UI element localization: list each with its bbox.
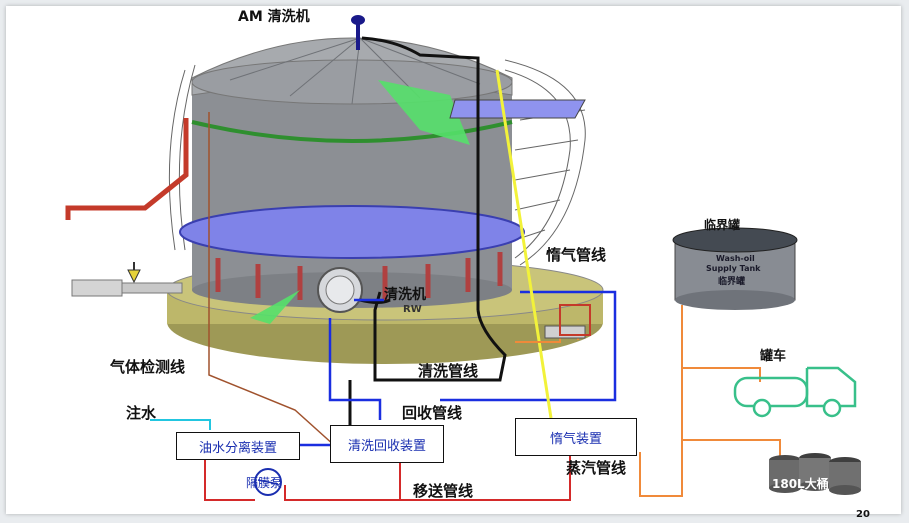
inert-gas-line-path <box>495 69 553 419</box>
gas-vent-pipe <box>65 118 189 220</box>
inlet-pipe <box>71 262 183 297</box>
transfer-line-path <box>204 455 571 501</box>
steam-box <box>559 304 591 336</box>
critical-tank-label: 临界罐 <box>704 218 741 232</box>
wash-line-path <box>348 36 507 425</box>
spray-cone-bottom <box>250 290 300 324</box>
top-platform <box>449 99 586 119</box>
page-number: 20 <box>856 509 870 520</box>
gas-detect-line-path <box>208 112 346 456</box>
tank-text-2: Supply Tank <box>706 264 761 273</box>
gas-detect-line-label: 气体检测线 <box>110 358 186 376</box>
water-inject-path <box>150 419 211 430</box>
transfer-line-label: 移送管线 <box>413 482 474 500</box>
tank-text-3: 临界罐 <box>718 277 746 287</box>
cleaner-mid-label: 清洗机 <box>384 287 426 303</box>
wash-line-label: 清洗管线 <box>418 362 479 380</box>
cleaner-mid-sublabel: RW <box>403 304 422 315</box>
barrel-icon <box>769 453 861 495</box>
diaphragm-pump-label: 隔膜泵 <box>246 476 283 490</box>
inert-gas-unit-box: 惰气装置 <box>515 418 637 456</box>
tank-body <box>179 37 525 313</box>
inert-gas-line-label: 惰气管线 <box>546 246 607 264</box>
critical-tank <box>672 227 798 310</box>
wash-recovery-box: 清洗回收装置 <box>330 425 444 463</box>
spray-cone-top <box>378 80 470 145</box>
steam-line-label: 蒸汽管线 <box>566 459 627 477</box>
water-inject-label: 注水 <box>126 404 157 422</box>
steam-valve <box>544 325 586 339</box>
top-cleaner <box>351 15 365 50</box>
tank-text-1: Wash-oil <box>716 254 755 263</box>
recovery-line-label: 回收管线 <box>402 404 463 422</box>
cleaner-top-label: AM 清洗机 <box>238 9 310 25</box>
tank-truck-icon <box>733 366 857 418</box>
tank-truck-label: 罐车 <box>760 349 787 364</box>
oil-water-separator-box: 油水分离装置 <box>176 432 300 460</box>
barrel-label: 180L大桶 <box>772 477 829 491</box>
